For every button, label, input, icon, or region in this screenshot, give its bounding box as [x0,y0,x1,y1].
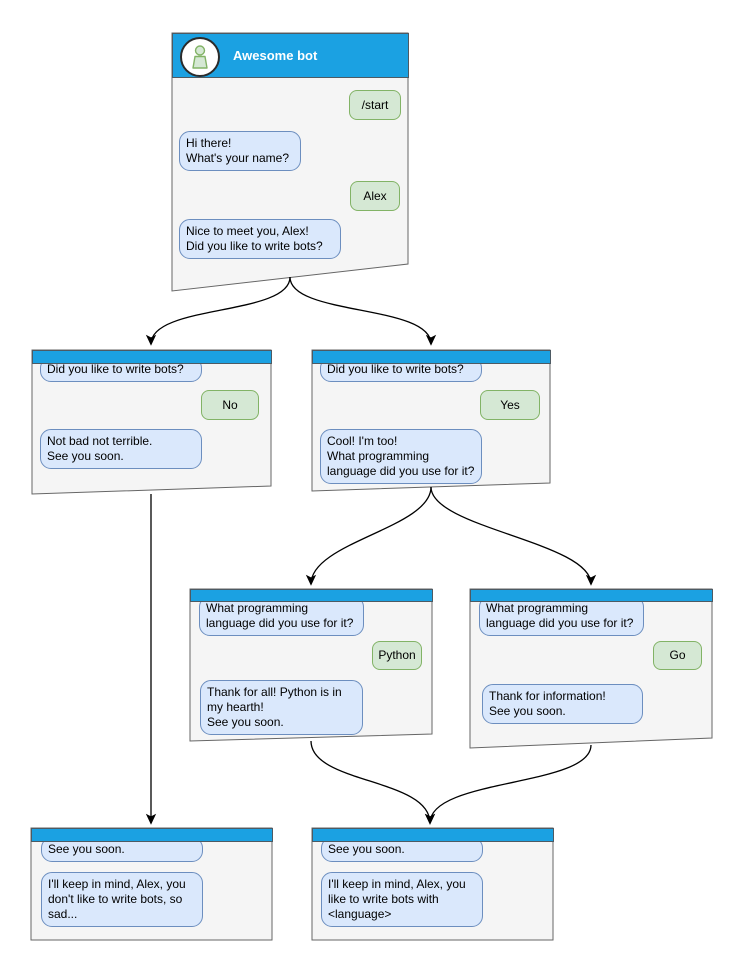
edge-root-to-no[interactable] [145,276,291,346]
user-message-bubble[interactable]: Python [372,641,422,670]
person-icon [192,45,208,69]
bot-message-bubble[interactable]: Nice to meet you, Alex! Did you like to … [179,219,341,259]
bot-avatar [180,37,220,77]
bot-message-bubble[interactable]: Hi there! What's your name? [179,131,301,171]
titlebar-branch-no[interactable] [32,350,272,364]
edge-yes-to-python[interactable] [305,486,432,586]
bot-message-bubble[interactable]: Cool! I'm too! What programming language… [320,429,482,484]
bot-message-bubble[interactable]: Thank for all! Python is in my hearth! S… [200,680,363,735]
user-message-bubble[interactable]: Yes [480,390,540,420]
bot-message-bubble[interactable]: Thank for information! See you soon. [482,684,643,724]
window-title: Awesome bot [233,48,318,63]
user-message-bubble[interactable]: /start [349,90,401,120]
titlebar-end-language[interactable] [312,828,554,842]
bot-message-bubble[interactable]: Not bad not terrible. See you soon. [40,429,202,469]
bot-message-bubble[interactable]: What programming language did you use fo… [479,596,644,636]
user-message-bubble[interactable]: No [201,390,259,420]
bot-message-bubble[interactable]: I'll keep in mind, Alex, you like to wri… [321,872,483,927]
edge-root-to-yes[interactable] [289,276,437,346]
edge-python-to-end[interactable] [310,740,436,825]
user-message-bubble[interactable]: Go [653,641,702,670]
user-message-bubble[interactable]: Alex [350,181,400,211]
bot-message-bubble[interactable]: What programming language did you use fo… [199,596,364,636]
bot-message-bubble[interactable]: I'll keep in mind, Alex, you don't like … [41,872,203,927]
titlebar-branch-go[interactable] [470,589,713,602]
edge-yes-to-go[interactable] [430,486,597,586]
edge-go-to-end[interactable] [424,744,592,825]
titlebar-branch-python[interactable] [190,589,433,602]
titlebar-branch-yes[interactable] [312,350,551,364]
titlebar-end-no[interactable] [31,828,273,842]
